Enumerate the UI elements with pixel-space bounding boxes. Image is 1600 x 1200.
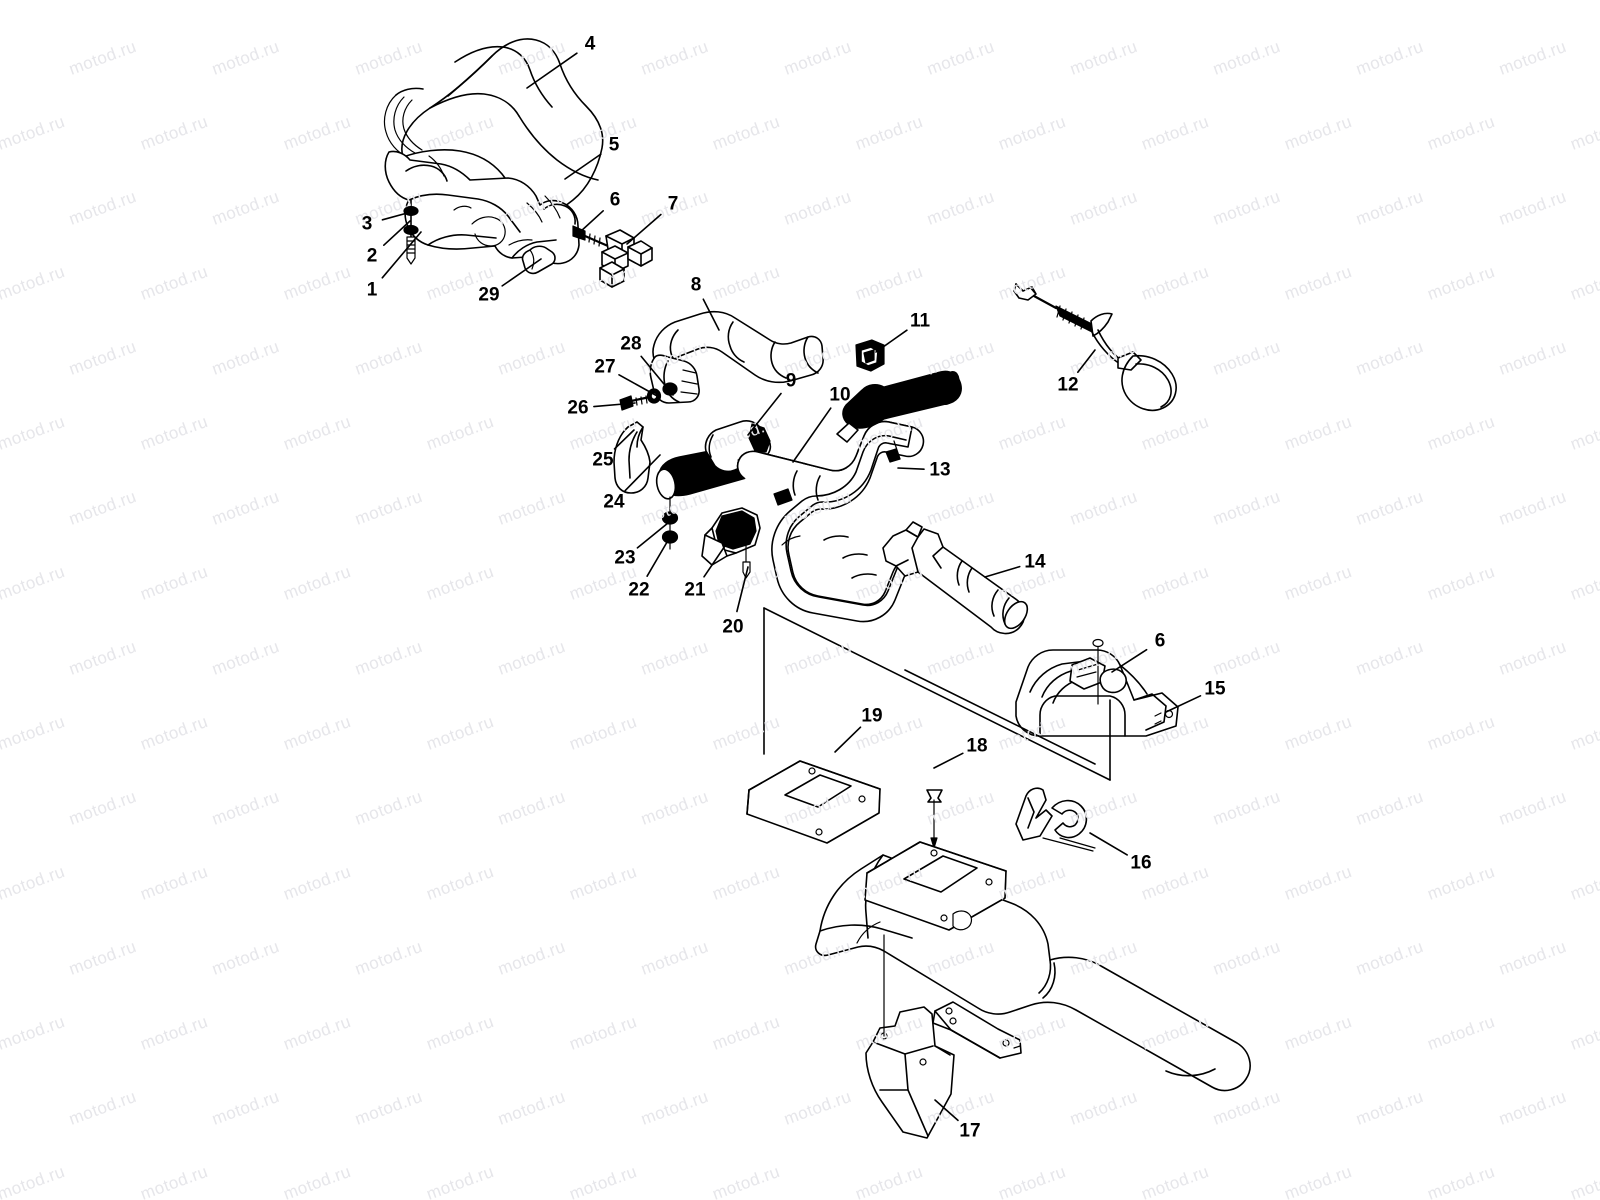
callout-label-15: 15 xyxy=(1204,678,1226,700)
part-7-bracket-clamp xyxy=(599,229,653,288)
part-16-retaining-clip xyxy=(1015,787,1096,852)
callout-label-8: 8 xyxy=(690,274,702,296)
callout-label-19: 19 xyxy=(861,705,883,727)
callout-label-5: 5 xyxy=(608,134,620,156)
assembly-guide-frame xyxy=(763,607,1111,781)
leader-line-16 xyxy=(1089,832,1128,856)
callout-label-18: 18 xyxy=(966,735,988,757)
leader-line-24 xyxy=(624,454,661,492)
callout-label-11: 11 xyxy=(909,310,931,332)
callout-label-23: 23 xyxy=(614,547,636,569)
leader-line-4 xyxy=(526,52,578,89)
leader-line-7 xyxy=(626,213,662,245)
fender-top-plate xyxy=(864,841,1007,931)
leader-line-14 xyxy=(984,565,1021,578)
callout-label-21: 21 xyxy=(684,579,706,601)
leader-line-28 xyxy=(640,355,674,396)
leader-line-6 xyxy=(579,210,605,233)
callout-label-29: 29 xyxy=(478,284,500,306)
leader-line-19 xyxy=(834,726,862,753)
leader-line-22 xyxy=(646,536,671,578)
leader-line-27 xyxy=(618,373,660,398)
callout-label-22: 22 xyxy=(628,579,650,601)
part-10-throttle-lever xyxy=(836,370,962,443)
callout-label-3: 3 xyxy=(361,213,373,235)
leader-line-5 xyxy=(564,153,602,180)
leader-line-12 xyxy=(1077,349,1096,374)
callout-label-24: 24 xyxy=(603,491,625,513)
leader-line-2 xyxy=(382,220,411,246)
callout-label-27: 27 xyxy=(594,356,616,378)
leader-line-1 xyxy=(381,231,422,279)
part-14-steering-shaft xyxy=(882,521,1029,635)
leader-line-15 xyxy=(1165,694,1202,713)
leader-line-13 xyxy=(897,467,925,471)
part-21-brake-lever-housing xyxy=(701,507,761,566)
callout-label-12: 12 xyxy=(1057,374,1079,396)
callout-label-4: 4 xyxy=(584,33,596,55)
part-6-bolt-upper xyxy=(572,225,610,248)
leader-line-20 xyxy=(736,566,749,613)
callout-label-25: 25 xyxy=(592,449,614,471)
part-18-rivet-push-pin xyxy=(926,789,943,849)
leader-line-29 xyxy=(501,258,542,287)
callout-label-6: 6 xyxy=(1154,630,1166,652)
leader-line-10 xyxy=(792,407,832,463)
callout-label-26: 26 xyxy=(567,397,589,419)
leader-line-11 xyxy=(875,329,908,353)
callout-label-6: 6 xyxy=(609,189,621,211)
callout-label-16: 16 xyxy=(1130,852,1152,874)
leader-line-21 xyxy=(703,539,730,578)
callout-label-2: 2 xyxy=(366,245,378,267)
part-12-tether-lanyard-cord xyxy=(1013,283,1177,412)
part-11-end-cap xyxy=(855,339,885,372)
part-1-screw xyxy=(406,199,416,265)
leader-line-9 xyxy=(747,392,782,436)
callout-label-17: 17 xyxy=(959,1120,981,1142)
leader-line-3 xyxy=(381,211,412,221)
callout-label-10: 10 xyxy=(829,384,851,406)
leader-line-26 xyxy=(593,402,636,408)
callout-label-20: 20 xyxy=(722,616,744,638)
part-5-hood-support-frame xyxy=(384,150,580,265)
part-19-cover-plate xyxy=(746,760,881,844)
part-17-fender-bracket xyxy=(865,1001,1022,1139)
callout-label-14: 14 xyxy=(1024,551,1046,573)
callout-label-28: 28 xyxy=(620,333,642,355)
leader-line-8 xyxy=(702,298,720,331)
leader-line-17 xyxy=(934,1099,959,1122)
callout-label-7: 7 xyxy=(667,193,679,215)
callout-label-13: 13 xyxy=(929,459,951,481)
callout-label-9: 9 xyxy=(785,370,797,392)
part-15-mount-plate xyxy=(1015,649,1179,737)
leader-line-25 xyxy=(613,429,635,450)
part-6b-bolt-head xyxy=(1092,638,1104,648)
part-8-upper-handlebar-tube xyxy=(649,310,824,404)
leader-line-18 xyxy=(933,752,964,769)
callout-label-1: 1 xyxy=(366,279,378,301)
leader-line-23 xyxy=(636,522,669,549)
leader-line-6 xyxy=(1111,648,1148,673)
